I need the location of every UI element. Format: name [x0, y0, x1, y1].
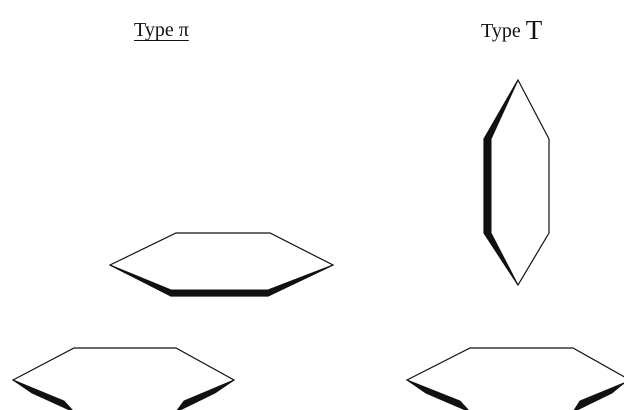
type-t-label: Type T [481, 16, 542, 45]
type-pi-label: Type π [134, 16, 189, 44]
pi-symbol: π [178, 19, 189, 41]
t-vertical-ring [483, 78, 550, 287]
pi-upper-ring [108, 232, 335, 297]
pi-lower-ring [11, 347, 236, 410]
type-pi-prefix: Type [134, 19, 179, 41]
t-symbol: T [525, 15, 543, 45]
type-t-prefix: Type [481, 20, 526, 42]
t-lower-ring [405, 347, 624, 410]
